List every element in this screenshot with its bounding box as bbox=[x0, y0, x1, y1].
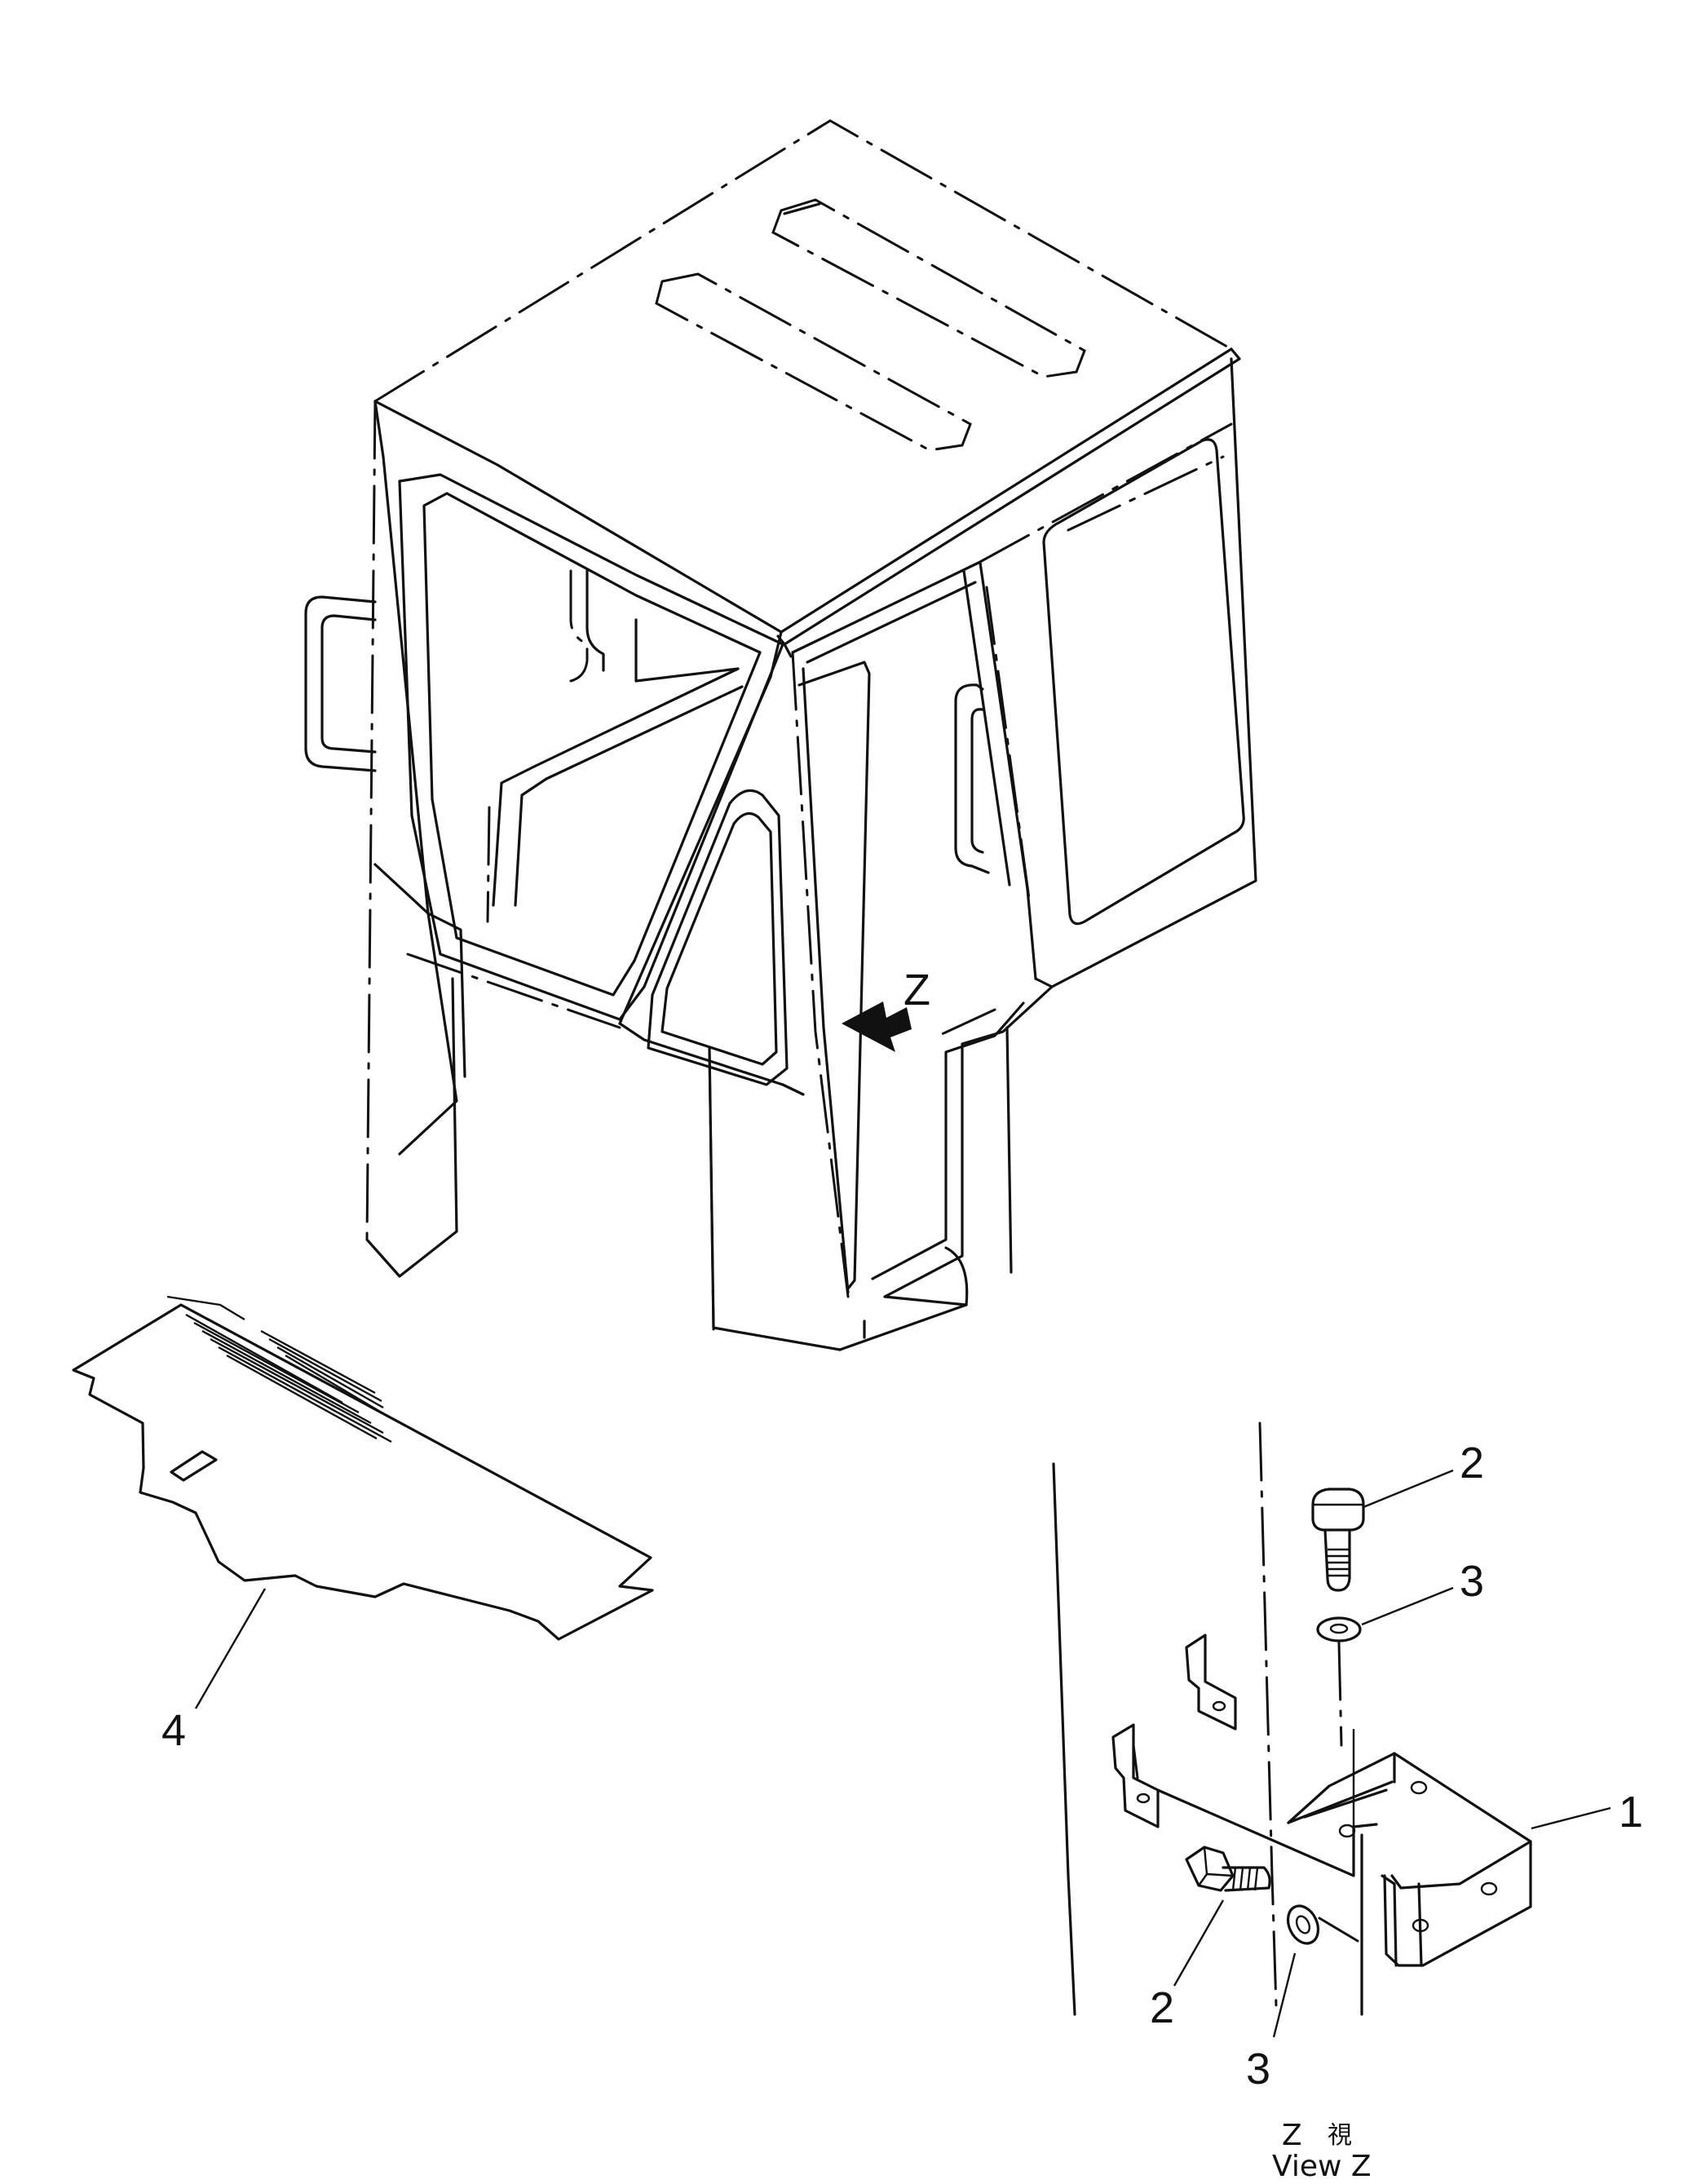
callout-3-bottom: 3 bbox=[1246, 2045, 1270, 2093]
view-caption-letter: Z bbox=[1282, 2119, 1302, 2152]
callout-4: 4 bbox=[161, 1706, 186, 1755]
view-caption-english: View Z bbox=[1272, 2150, 1372, 2183]
bracket-tab-lower bbox=[1111, 1723, 1160, 1828]
bracket-tab-upper bbox=[1185, 1634, 1237, 1731]
view-arrow-icon bbox=[842, 1001, 912, 1052]
bolt-bottom bbox=[1173, 1846, 1271, 1987]
floor-mat bbox=[72, 1295, 654, 1709]
view-caption-kanji: 視 bbox=[1328, 2121, 1352, 2150]
view-marker-z: Z bbox=[904, 966, 930, 1015]
washer-bottom bbox=[1272, 1904, 1359, 2038]
bolt-top bbox=[1311, 1469, 1454, 1592]
callout-2-top: 2 bbox=[1460, 1439, 1484, 1488]
callout-1: 1 bbox=[1619, 1788, 1643, 1837]
callout-2-bottom: 2 bbox=[1150, 1983, 1174, 2032]
bracket-part-1 bbox=[1156, 1729, 1611, 1967]
view-caption: Z 視 View Z bbox=[1272, 2119, 1372, 2183]
callout-3-top: 3 bbox=[1460, 1557, 1484, 1606]
mat-ribs bbox=[185, 1313, 392, 1443]
operator-cab: Z bbox=[304, 119, 1257, 1351]
washer-top bbox=[1316, 1586, 1454, 1747]
view-z-detail bbox=[1052, 1421, 1611, 2038]
